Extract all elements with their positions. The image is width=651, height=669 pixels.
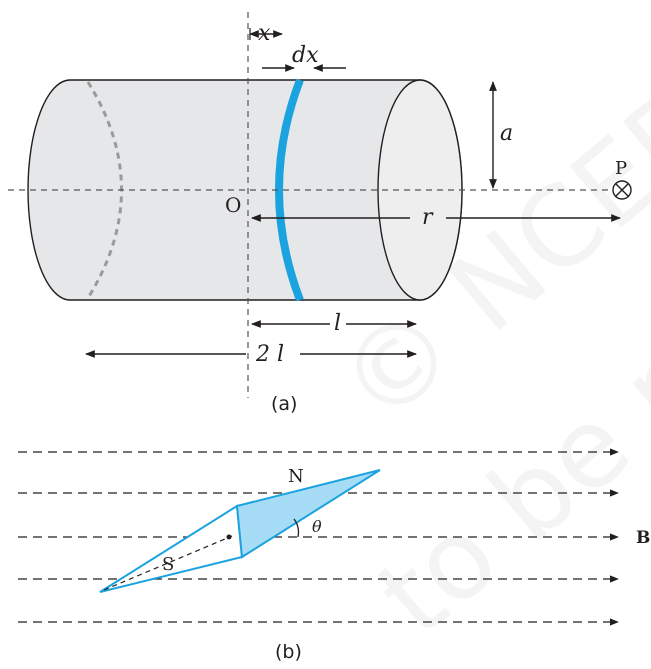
label-a: a — [500, 121, 513, 146]
caption-b: (b) — [275, 641, 302, 663]
label-theta: θ — [312, 517, 322, 536]
label-x: x — [258, 21, 271, 46]
point-p-symbol — [612, 180, 632, 200]
element-dx-ring — [275, 78, 304, 302]
theta-arc — [293, 518, 300, 538]
label-two-l: 2 l — [255, 342, 284, 367]
figure-b: N S θ B (b) — [18, 448, 650, 663]
label-p: P — [615, 158, 627, 179]
label-l: l — [334, 311, 341, 336]
needle-north-half — [235, 469, 381, 559]
needle-pivot — [226, 534, 232, 540]
label-north: N — [288, 466, 304, 487]
label-south: S — [162, 554, 174, 575]
label-r: r — [422, 205, 434, 230]
figure-a: x dx a O P r l 2 l (a) — [8, 12, 635, 415]
label-origin: O — [225, 193, 241, 217]
caption-a: (a) — [271, 393, 297, 415]
label-dx: dx — [292, 43, 319, 68]
label-field-b: B — [636, 528, 650, 548]
